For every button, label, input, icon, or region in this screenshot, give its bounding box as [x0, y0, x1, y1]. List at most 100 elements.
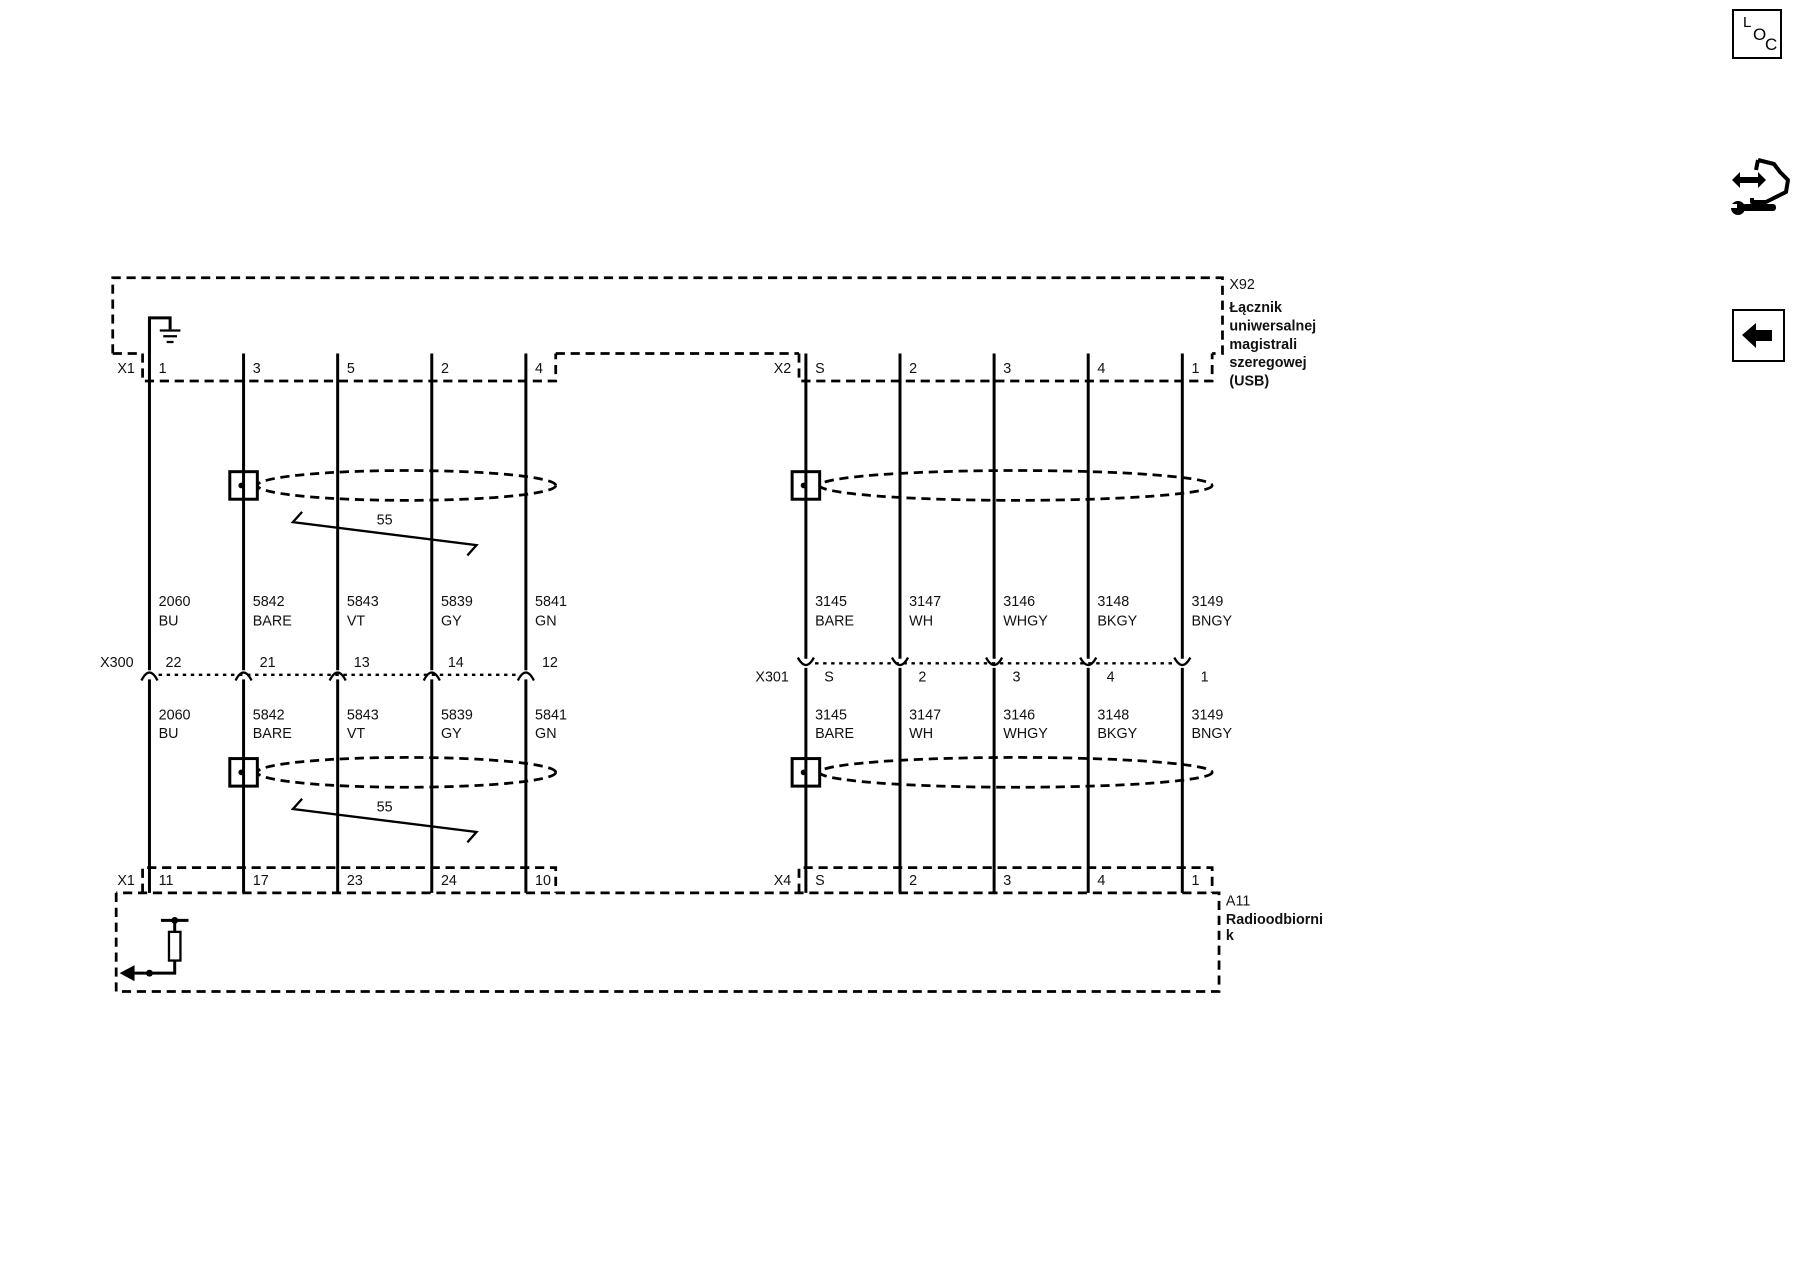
top-connector-label: X2: [774, 361, 792, 377]
shield-icon: [790, 756, 1214, 789]
circuit-number-lower: 2060: [159, 708, 191, 724]
circuit-number-upper: 3148: [1097, 594, 1129, 610]
a11-name-2: k: [1226, 928, 1234, 944]
top-pin-label: 3: [1003, 361, 1011, 377]
circuit-number-lower: 3147: [909, 708, 941, 724]
x92-name-3: magistrali: [1229, 337, 1297, 353]
wire-color-lower: WH: [909, 726, 933, 742]
wire-color-upper: WH: [909, 613, 933, 629]
component-a11: A11 Radioodbiorni k: [114, 891, 1323, 993]
bottom-pin-label: 1: [1191, 873, 1199, 889]
inline-terminal-icon: [890, 657, 910, 667]
circuit-number-lower: 5841: [535, 708, 567, 724]
component-x92: X92 Łącznik uniwersalnej magistrali szer…: [111, 276, 1316, 390]
twisted-pair-icon: 55: [290, 797, 479, 844]
diagnostic-tools-button[interactable]: [1728, 158, 1794, 226]
left-group: X1X1X30012060BU222060BU1135842BARE215842…: [100, 317, 567, 893]
inline-terminal-icon: [422, 671, 441, 682]
back-button[interactable]: [1732, 309, 1785, 362]
back-arrow-icon: [1742, 323, 1772, 348]
loc-letter-c: C: [1765, 35, 1778, 54]
a11-outline: [114, 891, 1221, 993]
loc-button[interactable]: L O C: [1732, 9, 1782, 59]
bottom-pin-label: 10: [535, 873, 551, 889]
inline-terminal-icon: [1079, 657, 1098, 667]
circuit-number-upper: 3145: [815, 594, 847, 610]
circuit-number-upper: 3149: [1191, 594, 1223, 610]
wire-color-upper: GN: [535, 613, 556, 629]
wire-color-upper: WHGY: [1003, 613, 1048, 629]
bottom-pin-label: 24: [441, 873, 457, 889]
right-group: X2X4X301S3145BARES3145BARES23147WH23147W…: [755, 353, 1233, 893]
wire-color-lower: BARE: [815, 726, 854, 742]
a11-ref: A11: [1226, 893, 1250, 909]
inline-pin-label: 14: [448, 655, 464, 671]
wire-color-upper: BARE: [253, 613, 292, 629]
inline-pin-label: S: [824, 670, 834, 686]
inline-connector-label: X300: [100, 655, 133, 671]
shield-icon: [790, 469, 1214, 502]
top-pin-label: 1: [1191, 361, 1199, 377]
bottom-pin-label: 4: [1097, 873, 1105, 889]
x92-ref: X92: [1229, 277, 1255, 293]
twist-label: 55: [377, 512, 393, 528]
wire-color-lower: GN: [535, 726, 556, 742]
top-pin-label: 1: [159, 361, 167, 377]
bottom-connector-label: X1: [117, 873, 135, 889]
top-pin-label: 4: [535, 361, 543, 377]
ground-icon: [147, 316, 181, 354]
bottom-pin-label: 11: [159, 873, 174, 889]
circuit-number-upper: 5843: [347, 594, 379, 610]
top-pin-label: 4: [1097, 361, 1105, 377]
bottom-connector-box: [141, 866, 558, 893]
inline-pin-label: 12: [542, 655, 558, 671]
circuit-number-lower: 3146: [1003, 708, 1035, 724]
wire-color-lower: BARE: [253, 726, 292, 742]
inline-pin-label: 4: [1107, 670, 1115, 686]
inline-terminal-icon: [985, 657, 1004, 667]
bottom-pin-label: 2: [909, 873, 917, 889]
loc-letter-o: O: [1753, 25, 1767, 44]
top-pin-label: 5: [347, 361, 355, 377]
bottom-pin-label: 17: [253, 873, 269, 889]
top-pin-label: 3: [253, 361, 261, 377]
diagnostic-tools-icon: [1731, 158, 1790, 215]
shield-icon: [228, 469, 558, 502]
loc-letter-l: L: [1743, 14, 1752, 31]
circuit-number-lower: 5843: [347, 708, 379, 724]
x92-outline: [111, 276, 1224, 355]
bottom-pin-label: 23: [347, 873, 363, 889]
resistor-icon: [119, 916, 189, 982]
wire-color-upper: VT: [347, 613, 366, 629]
inline-terminal-icon: [328, 671, 347, 682]
x92-name-2: uniwersalnej: [1229, 319, 1316, 335]
x92-name-5: (USB): [1229, 374, 1269, 390]
inline-connector-label: X301: [755, 670, 788, 686]
inline-pin-label: 22: [166, 655, 182, 671]
wire-color-lower: BU: [159, 726, 179, 742]
inline-pin-label: 3: [1012, 670, 1020, 686]
wire-color-upper: BNGY: [1191, 613, 1232, 629]
wire-color-upper: BU: [159, 613, 179, 629]
circuit-number-lower: 5842: [253, 708, 285, 724]
inline-terminal-icon: [516, 671, 535, 682]
circuit-number-lower: 3145: [815, 708, 847, 724]
circuit-number-lower: 3149: [1191, 708, 1223, 724]
wire-color-upper: BARE: [815, 613, 854, 629]
x92-name-4: szeregowej: [1229, 355, 1306, 371]
circuit-number-upper: 3147: [909, 594, 941, 610]
twist-label: 55: [377, 799, 393, 815]
circuit-number-upper: 3146: [1003, 594, 1035, 610]
circuit-number-upper: 5839: [441, 594, 473, 610]
